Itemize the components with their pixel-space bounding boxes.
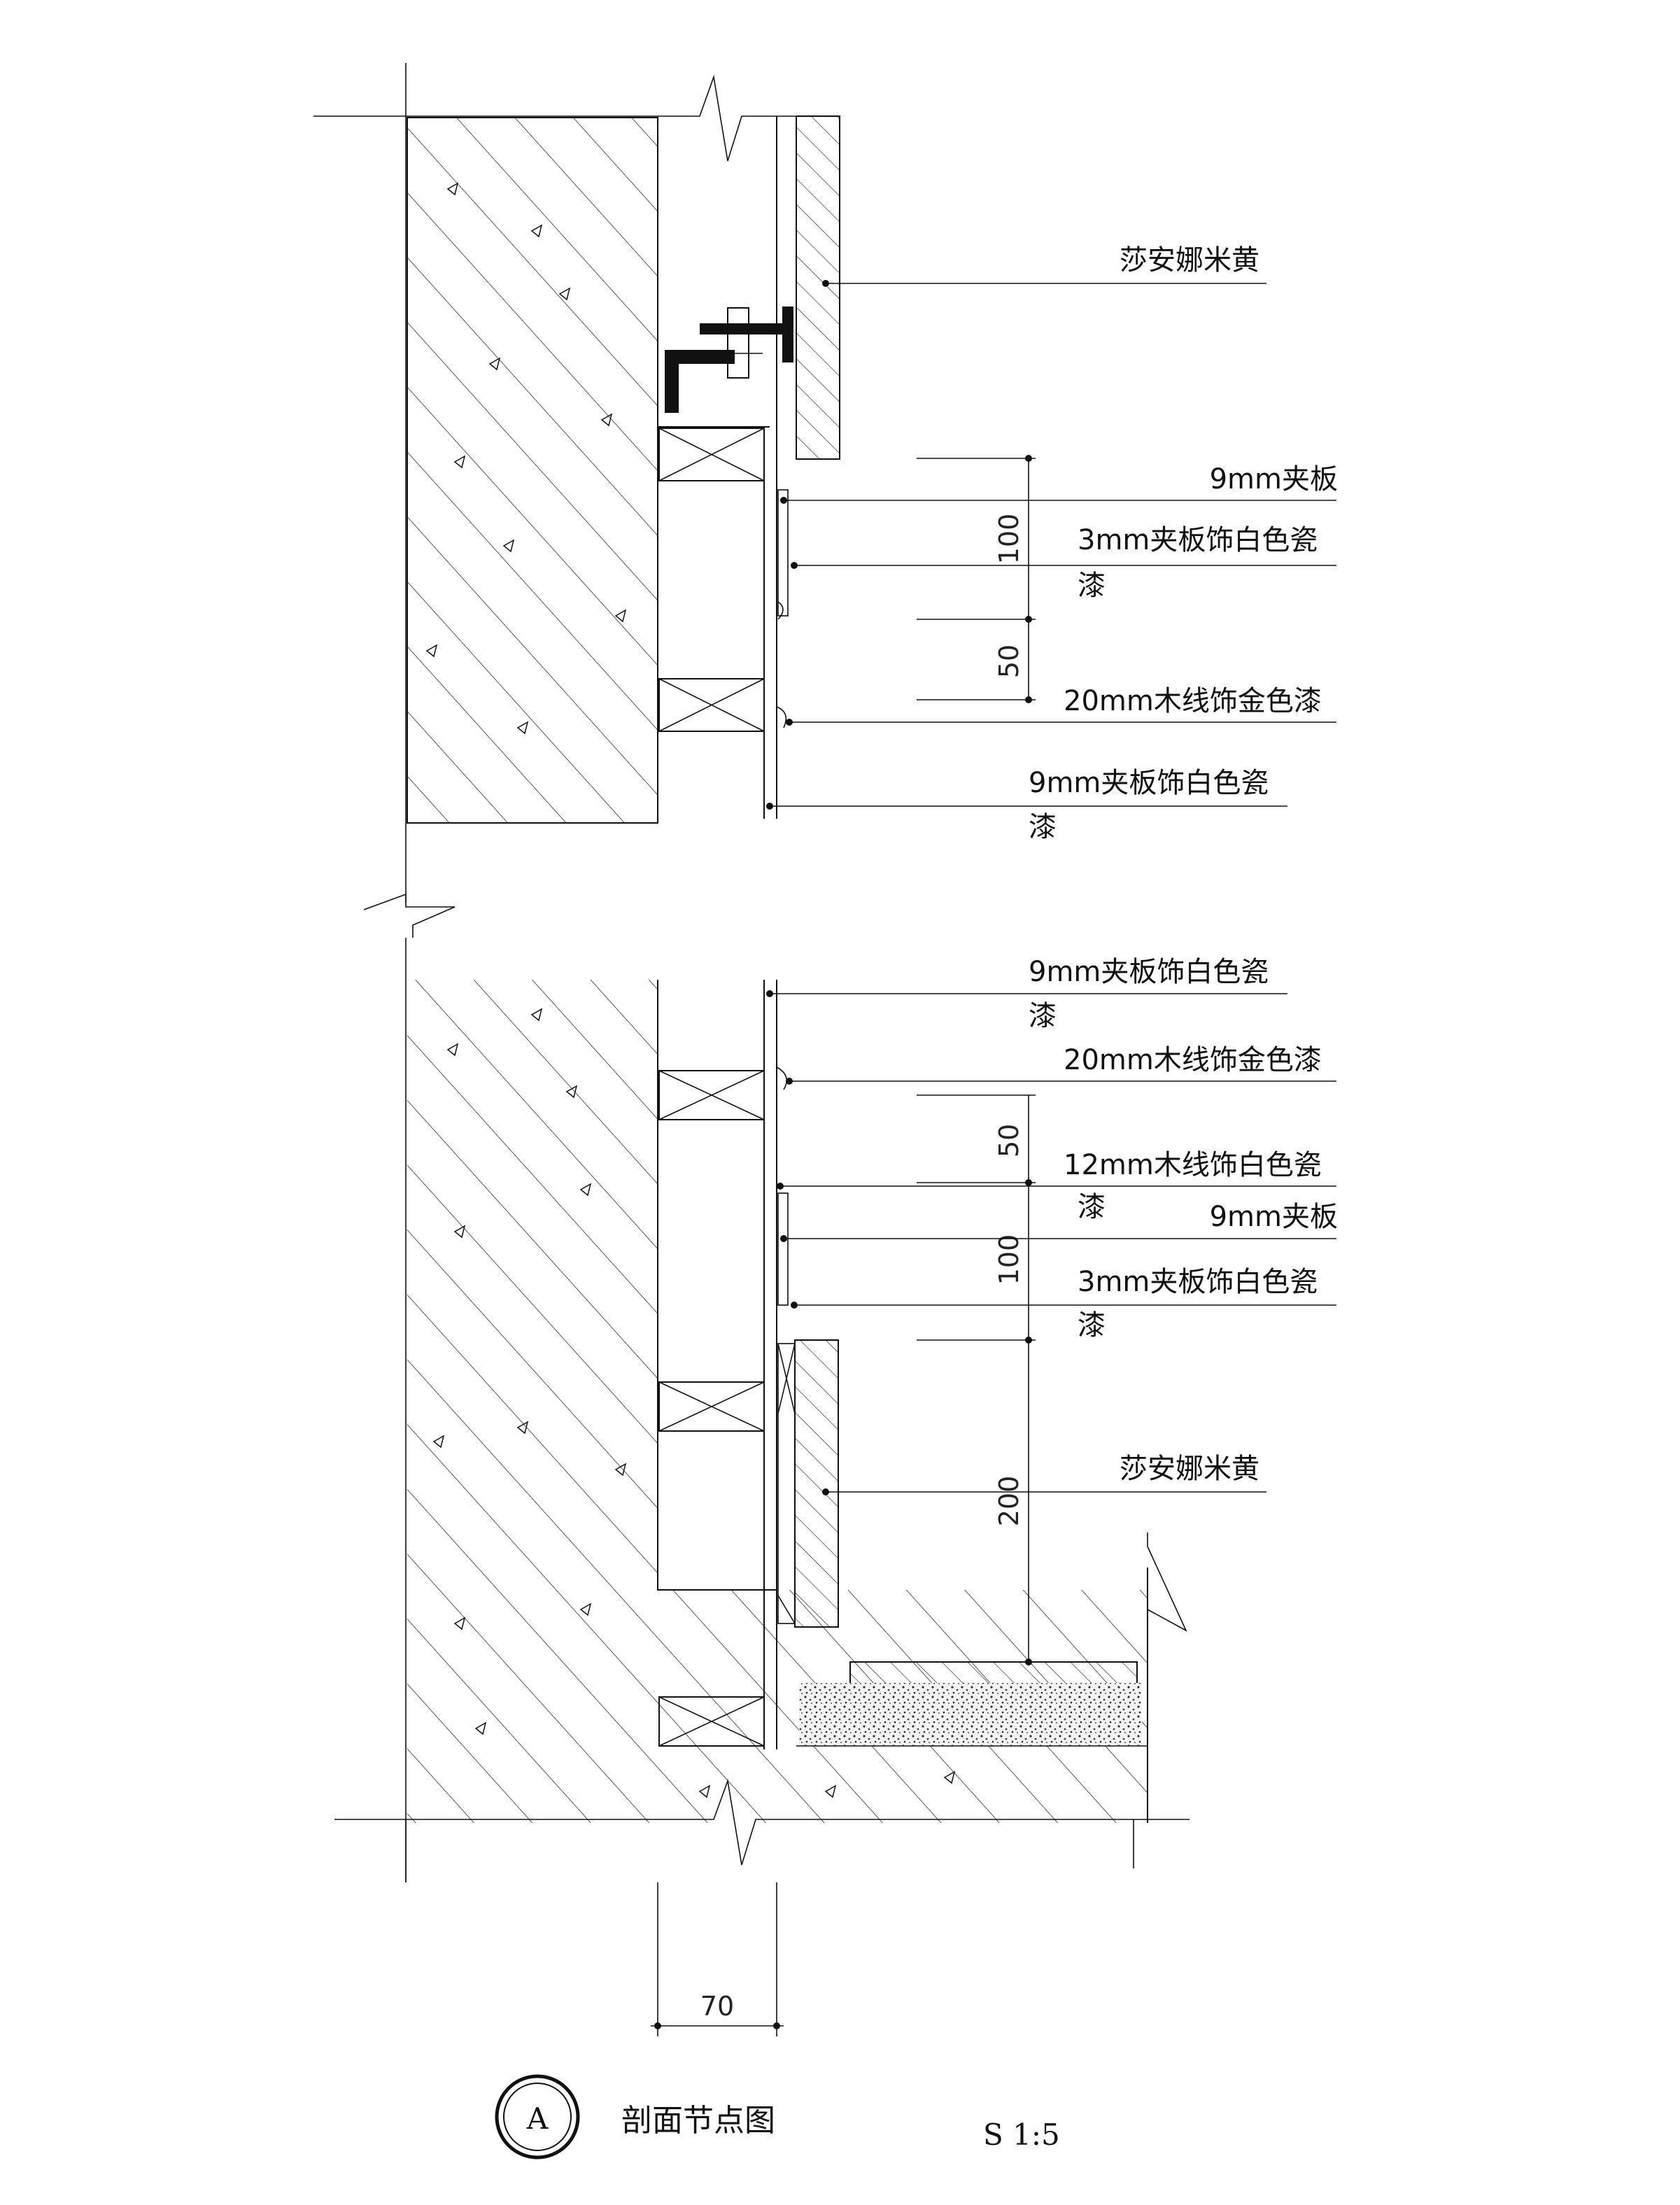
- lower-labels: 9mm夹板饰白色瓷 漆 20mm木线饰金色漆 12mm木线饰白色瓷 漆 9mm夹…: [1029, 956, 1338, 1485]
- dim-lower-50: 50: [994, 1124, 1024, 1157]
- steel-bracket: [665, 307, 793, 413]
- bottom-dimension: 70: [651, 1882, 784, 2036]
- label-20mm-trim-lower: 20mm木线饰金色漆: [1064, 1044, 1322, 1076]
- label-9mm-board-upper: 9mm夹板饰白色瓷: [1029, 767, 1269, 799]
- section-mark-letter: A: [526, 2101, 549, 2136]
- label-3mm-plywood-lower: 3mm夹板饰白色瓷: [1078, 1266, 1318, 1298]
- upper-leaders: [766, 280, 1336, 810]
- concrete-wall-upper: [407, 117, 658, 824]
- lower-detail: 50 100 200 9mm夹板饰白色瓷 漆 20mm木线饰金色漆 12mm木线…: [334, 938, 1338, 2036]
- bottom-break-line: [334, 1778, 1190, 1882]
- label-9mm-board-lower: 9mm夹板饰白色瓷: [1029, 956, 1269, 988]
- dim-lower-200: 200: [994, 1476, 1024, 1527]
- label-9mm-board-lower-cont: 漆: [1029, 1000, 1057, 1032]
- middle-break-line: [363, 893, 456, 938]
- label-12mm-trim-lower: 12mm木线饰白色瓷: [1064, 1149, 1322, 1181]
- lower-leaders: [766, 990, 1336, 1495]
- upper-dimensions: 100 50: [917, 455, 1036, 703]
- label-stone-upper: 莎安娜米黄: [1120, 244, 1259, 276]
- label-20mm-trim-upper: 20mm木线饰金色漆: [1064, 685, 1322, 717]
- drawing-title: 剖面节点图: [621, 2103, 775, 2139]
- lower-dimensions: 50 100 200: [917, 1094, 1036, 1665]
- timber-battens-upper: [658, 426, 789, 819]
- label-9mm-plywood-lower: 9mm夹板: [1210, 1201, 1338, 1233]
- upper-break-line: [313, 63, 840, 903]
- upper-detail: 100 50 莎安娜米黄 9mm夹板 3mm夹板饰白色瓷 漆 20mm木线饰金色…: [313, 63, 1338, 903]
- stone-cladding-upper: [776, 115, 840, 462]
- title-block: A 剖面节点图 S 1:5: [495, 2074, 1060, 2160]
- label-9mm-board-upper-cont: 漆: [1029, 811, 1057, 843]
- upper-labels: 莎安娜米黄 9mm夹板 3mm夹板饰白色瓷 漆 20mm木线饰金色漆 9mm夹板…: [1029, 244, 1338, 843]
- label-9mm-plywood-upper: 9mm夹板: [1210, 463, 1338, 495]
- label-3mm-plywood-lower-cont: 漆: [1078, 1309, 1106, 1341]
- label-3mm-plywood-upper: 3mm夹板饰白色瓷: [1078, 524, 1318, 556]
- dim-upper-100: 100: [994, 514, 1024, 565]
- label-stone-lower: 莎安娜米黄: [1120, 1453, 1259, 1485]
- section-mark-circle: [495, 2074, 580, 2160]
- dim-bottom-70: 70: [700, 1991, 734, 2022]
- drawing-scale: S 1:5: [983, 2118, 1060, 2152]
- dim-lower-100: 100: [994, 1234, 1024, 1285]
- dim-upper-50: 50: [994, 644, 1024, 678]
- timber-battens-lower: [658, 980, 796, 1749]
- label-3mm-plywood-upper-cont: 漆: [1078, 570, 1106, 602]
- stone-skirting-lower: [794, 1339, 839, 1628]
- floor-finish: [796, 1533, 1187, 1747]
- label-12mm-trim-lower-cont: 漆: [1078, 1191, 1106, 1223]
